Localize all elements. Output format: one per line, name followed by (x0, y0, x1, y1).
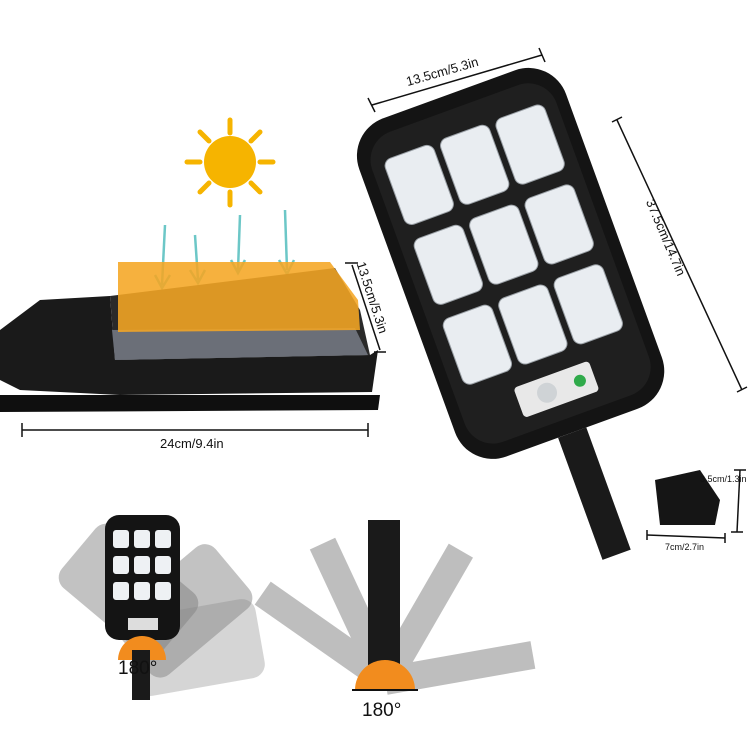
side-view-lamp (0, 262, 380, 412)
side-length-label: 24cm/9.4in (160, 436, 224, 451)
rotation-demo-left (58, 515, 265, 700)
front-view-lamp (356, 67, 665, 560)
rotation-angle-left: 180° (118, 658, 158, 679)
mounting-bracket (655, 470, 720, 525)
rotation-angle-right: 180° (362, 700, 402, 721)
bracket-width-label: 7cm/2.7in (665, 542, 705, 552)
sun-icon (184, 117, 276, 208)
bracket-height-label: 3.5cm/1.3in (700, 474, 747, 484)
rotation-arc (355, 660, 415, 690)
